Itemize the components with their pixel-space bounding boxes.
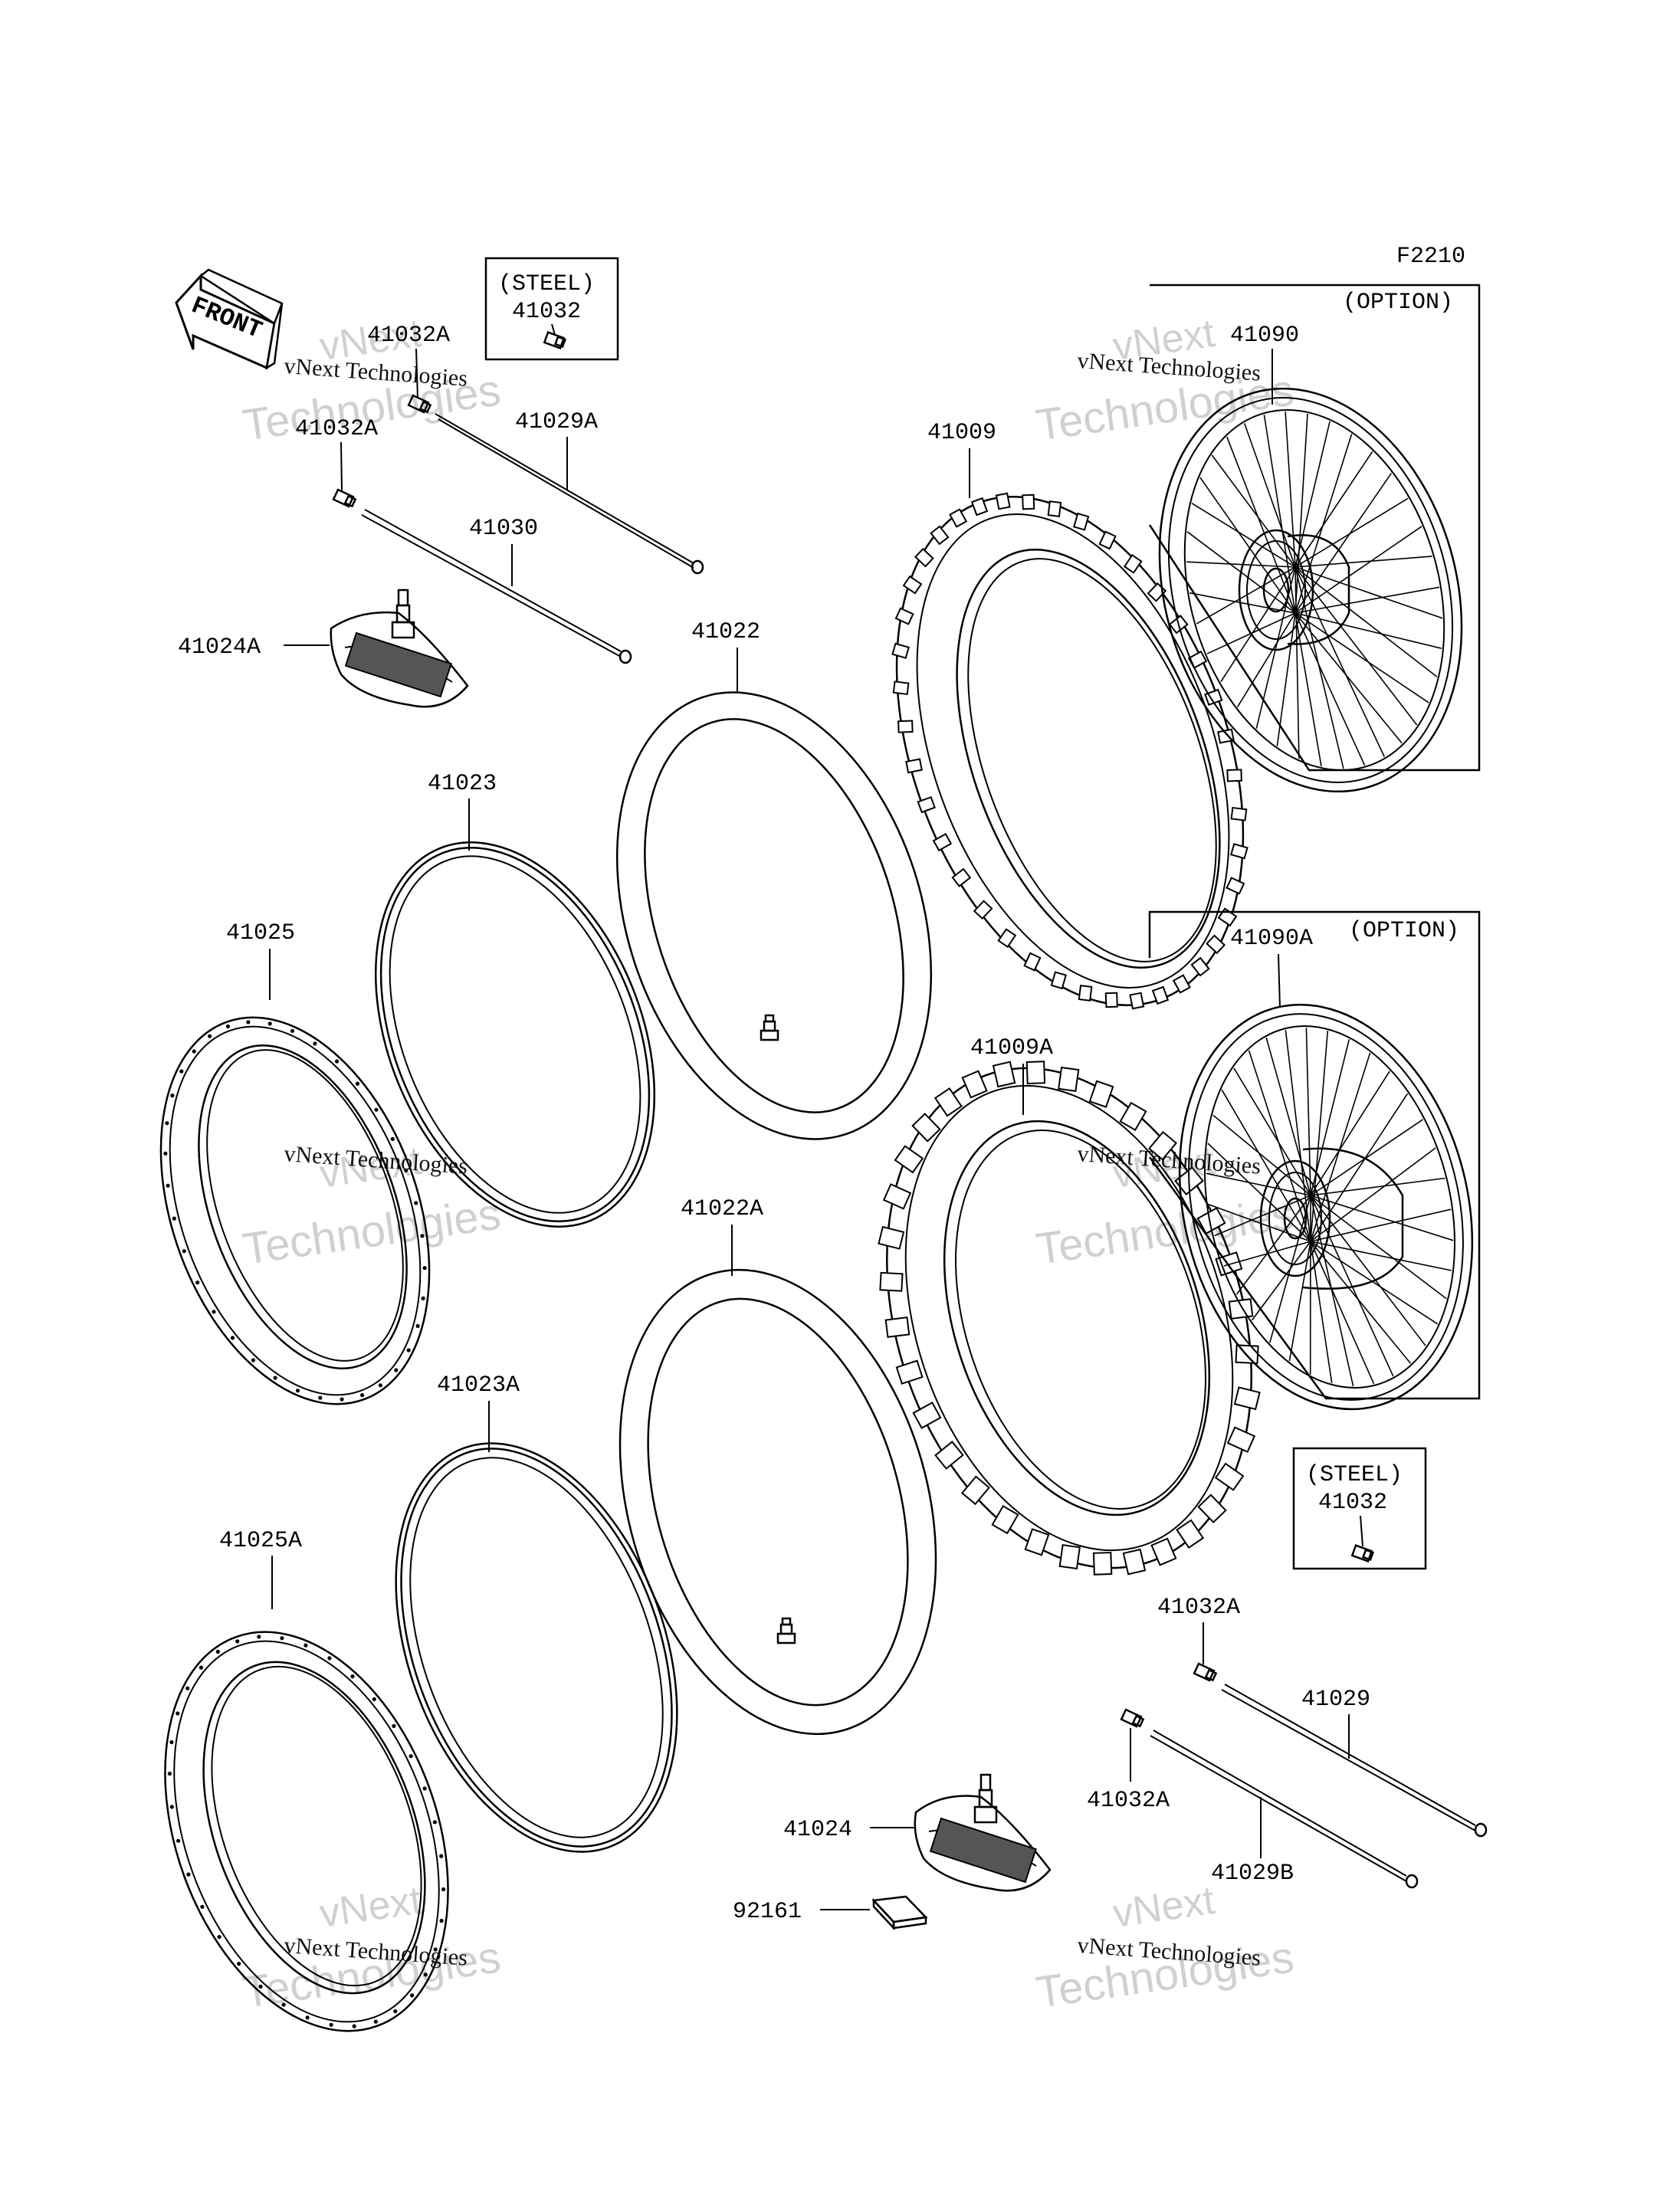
label-41009A: 41009A: [970, 1035, 1053, 1061]
rim-band-41023A: [395, 1442, 678, 1853]
front-arrow-icon: FRONT: [175, 268, 284, 370]
svg-text:(STEEL): (STEEL): [498, 271, 595, 297]
label-41032A-1: 41032A: [367, 323, 450, 349]
inner-tube-41022: [615, 691, 933, 1140]
figure-code: F2210: [1396, 244, 1465, 270]
spoke-nipple-icon: [1350, 1544, 1375, 1562]
svg-text:vNext Technologies: vNext Technologies: [1077, 348, 1262, 386]
label-41030: 41030: [469, 516, 538, 542]
nipple-lower-2-icon: [1120, 1708, 1145, 1728]
svg-text:(STEEL): (STEEL): [1306, 1462, 1403, 1488]
rim-band-41023: [374, 841, 656, 1228]
nipple-lower-1-icon: [1193, 1662, 1218, 1682]
label-41032A-4: 41032A: [1087, 1788, 1170, 1814]
svg-text:Technologies: Technologies: [240, 1189, 504, 1274]
nipple-upper-2-icon: [332, 488, 357, 508]
rim-lock-nut-icon: [871, 1895, 928, 1931]
watermark-middle-right: vNext Technologies vNext Technologies: [1033, 1139, 1297, 1274]
svg-text:(OPTION): (OPTION): [1343, 290, 1453, 316]
wheel-41090: [1158, 387, 1463, 793]
label-41032A-2: 41032A: [295, 416, 378, 442]
svg-text:41032: 41032: [1318, 1490, 1387, 1516]
option-box-top: (OPTION) 41090: [1148, 284, 1481, 772]
nipple-upper-1-icon: [407, 394, 432, 414]
label-41032A-3: 41032A: [1157, 1595, 1240, 1621]
label-41022: 41022: [691, 619, 760, 645]
label-41023: 41023: [428, 771, 497, 797]
svg-text:vNext: vNext: [1111, 1878, 1218, 1936]
option-box-bottom: (OPTION) 41090A: [1148, 910, 1481, 1400]
label-41022A: 41022A: [681, 1196, 763, 1222]
label-41024: 41024: [783, 1817, 852, 1843]
inner-tube-41022A: [619, 1268, 937, 1736]
label-41029B: 41029B: [1211, 1861, 1294, 1887]
label-41024A: 41024A: [178, 635, 261, 661]
valve-stem-icon: [776, 1617, 796, 1644]
svg-text:41090A: 41090A: [1230, 926, 1313, 952]
svg-text:41032: 41032: [512, 299, 581, 325]
label-41009: 41009: [927, 420, 996, 446]
steel-box-top: (STEEL) 41032: [484, 257, 619, 361]
label-92161: 92161: [733, 1899, 802, 1925]
spoke-nipple-icon: [543, 331, 567, 349]
svg-text:41090: 41090: [1230, 323, 1299, 349]
watermark-bottom-right: vNext Technologies vNext Technologies: [1033, 1878, 1297, 2018]
tire-41009A: [878, 1061, 1261, 1576]
rim-lock-lower-icon: [914, 1773, 1052, 1892]
svg-text:Technologies: Technologies: [1033, 1189, 1297, 1274]
label-41029A: 41029A: [515, 409, 598, 435]
label-41025: 41025: [226, 920, 295, 946]
valve-stem-icon: [760, 1014, 779, 1041]
label-41029: 41029: [1301, 1687, 1370, 1713]
tire-41009: [891, 492, 1249, 1010]
wheel-41090A: [1178, 1003, 1474, 1411]
rim-41025A: [164, 1631, 449, 2032]
rim-lock-upper-icon: [330, 589, 469, 708]
steel-box-bottom: (STEEL) 41032: [1292, 1447, 1427, 1570]
svg-text:(OPTION): (OPTION): [1349, 918, 1459, 944]
rim-41025: [159, 1016, 431, 1405]
label-41025A: 41025A: [219, 1528, 302, 1554]
watermark-middle-left: vNext Technologies vNext Technologies: [240, 1139, 504, 1274]
label-41023A: 41023A: [437, 1372, 520, 1399]
svg-text:vNext: vNext: [317, 1878, 425, 1936]
